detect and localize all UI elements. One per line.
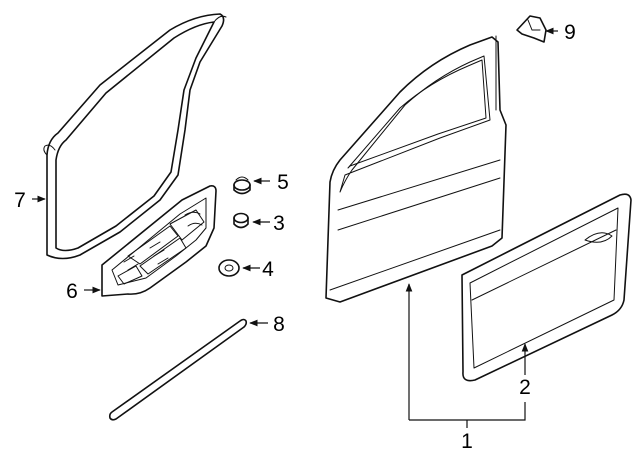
callout-2: 2 [519,376,531,399]
callout-5: 5 [277,171,289,194]
belt-molding [108,318,248,421]
grommet [233,176,251,195]
callout-1: 1 [461,430,473,453]
outer-door-panel [461,193,632,382]
callout-labels: 1 2 3 4 5 6 7 8 9 [14,21,576,453]
door-trim-panel [101,185,217,297]
door-clip [516,15,547,43]
callout-9: 9 [564,21,576,44]
leader-lines [32,27,558,428]
callout-6: 6 [66,280,78,303]
washer [218,259,240,277]
callout-4: 4 [262,258,274,281]
callout-8: 8 [273,313,285,336]
callout-3: 3 [273,212,285,235]
callout-7: 7 [14,189,26,212]
door-shell [325,35,507,303]
door-opening-weatherstrip [43,13,227,260]
plug [233,212,249,229]
